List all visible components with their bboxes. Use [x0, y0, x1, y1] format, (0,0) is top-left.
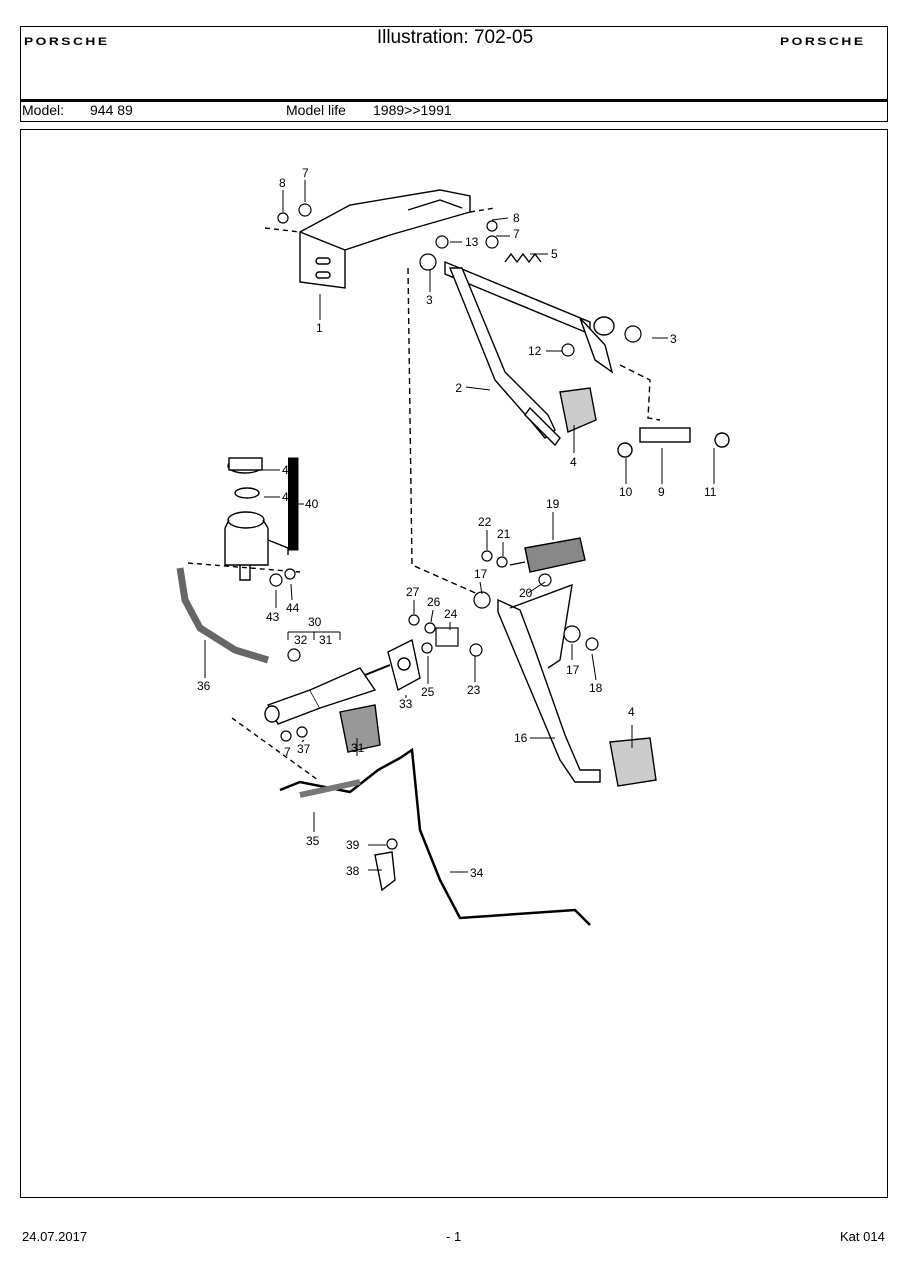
- callout-31b: 31: [351, 741, 365, 755]
- callout-2: 2: [455, 381, 462, 395]
- callout-9: 9: [658, 485, 665, 499]
- model-life-label: Model life: [286, 102, 346, 118]
- callout-8b: 8: [513, 211, 520, 225]
- callout-16: 16: [514, 731, 528, 745]
- callout-7a: 7: [302, 166, 309, 180]
- callout-30: 30: [308, 615, 322, 629]
- callout-25: 25: [421, 685, 435, 699]
- page-title: Illustration: 702-05: [376, 27, 534, 48]
- callout-26: 26: [427, 595, 441, 609]
- callout-44: 44: [286, 601, 300, 615]
- callout-38: 38: [346, 864, 360, 878]
- callout-33: 33: [399, 697, 413, 711]
- callout-3a: 3: [426, 293, 433, 307]
- callout-3b: 3: [670, 332, 677, 346]
- callout-7c: 7: [284, 745, 291, 759]
- callout-1: 1: [316, 321, 323, 335]
- header-divider: [20, 99, 888, 102]
- footer-catalog: Kat 014: [840, 1229, 885, 1244]
- callout-37: 37: [297, 742, 311, 756]
- callout-31a: 31: [319, 633, 333, 647]
- footer-date: 24.07.2017: [22, 1229, 88, 1244]
- callout-5: 5: [551, 247, 558, 261]
- model-life-value: 1989>>1991: [373, 102, 452, 118]
- callout-8a: 8: [279, 176, 286, 190]
- callout-4a: 4: [570, 455, 577, 469]
- header-frame: [20, 26, 888, 122]
- callout-36: 36: [197, 679, 211, 693]
- callout-41: 41: [282, 463, 296, 477]
- callout-32: 32: [294, 633, 308, 647]
- callout-24: 24: [444, 607, 458, 621]
- model-label: Model:: [22, 102, 65, 118]
- illustration-frame: [20, 129, 888, 1198]
- callout-19: 19: [546, 497, 560, 511]
- callout-23: 23: [467, 683, 481, 697]
- callout-27: 27: [406, 585, 420, 599]
- callout-17b: 17: [566, 663, 580, 677]
- callout-22: 22: [478, 515, 492, 529]
- model-value: 944 89: [90, 102, 133, 118]
- callout-7b: 7: [513, 227, 520, 241]
- callout-43: 43: [266, 610, 280, 624]
- callout-40: 40: [305, 497, 319, 511]
- callout-17a: 17: [474, 567, 488, 581]
- callout-35: 35: [306, 834, 320, 848]
- callout-20: 20: [519, 586, 533, 600]
- callout-42: 42: [282, 490, 296, 504]
- callout-12: 12: [528, 344, 542, 358]
- callout-13: 13: [465, 235, 479, 249]
- callout-10: 10: [619, 485, 633, 499]
- callout-4b: 4: [628, 705, 635, 719]
- callout-34: 34: [470, 866, 484, 880]
- footer-page-number: - 1: [446, 1229, 462, 1244]
- callout-21: 21: [497, 527, 511, 541]
- porsche-logo-left: PORSCHE: [24, 36, 110, 48]
- callout-11: 11: [704, 485, 717, 499]
- callout-18: 18: [589, 681, 603, 695]
- callout-39: 39: [346, 838, 360, 852]
- porsche-logo-right: PORSCHE: [780, 36, 866, 48]
